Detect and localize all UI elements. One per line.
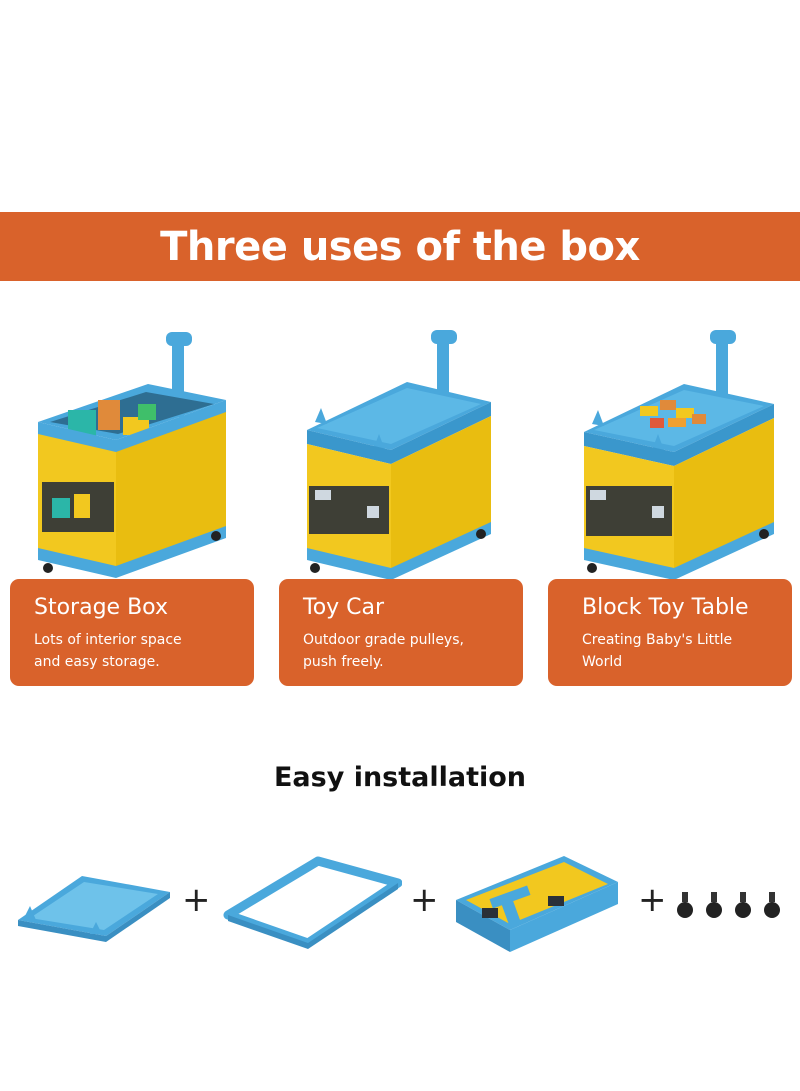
plus-sign: + [410,880,439,920]
caster-wheel-icon [706,892,722,918]
caster-wheel-icon [764,892,780,918]
card-desc-line: Lots of interior space [34,632,182,648]
card-description: Outdoor grade pulleys, push freely. [303,629,523,673]
toy-car-icon [295,322,505,584]
storage-box-icon [28,322,238,584]
installation-title: Easy installation [273,762,527,793]
frame-ring-icon [222,855,402,950]
caster-wheel-icon [677,892,693,918]
caster-wheels-icon [674,890,786,926]
caster-wheel-icon [735,892,751,918]
banner-title: Three uses of the box [160,223,640,270]
card-desc-line: Outdoor grade pulleys, [303,632,464,648]
card-desc-line: Creating Baby's Little [582,632,733,648]
card-title: Toy Car [303,595,385,620]
card-desc-line: World [582,654,623,670]
use-card-storage-box: Storage Box Lots of interior space and e… [10,579,254,686]
folded-box-icon [452,852,622,957]
lid-plate-icon [10,862,175,942]
plus-sign: + [638,880,667,920]
card-title: Storage Box [34,595,168,620]
use-card-toy-car: Toy Car Outdoor grade pulleys, push free… [279,579,523,686]
card-description: Creating Baby's Little World [582,629,792,673]
block-table-icon [576,322,786,584]
card-desc-line: and easy storage. [34,654,160,670]
use-card-block-toy-table: Block Toy Table Creating Baby's Little W… [548,579,792,686]
plus-sign: + [182,880,211,920]
card-title: Block Toy Table [582,595,749,620]
card-description: Lots of interior space and easy storage. [34,629,254,673]
header-banner: Three uses of the box [0,212,800,281]
card-desc-line: push freely. [303,654,384,670]
